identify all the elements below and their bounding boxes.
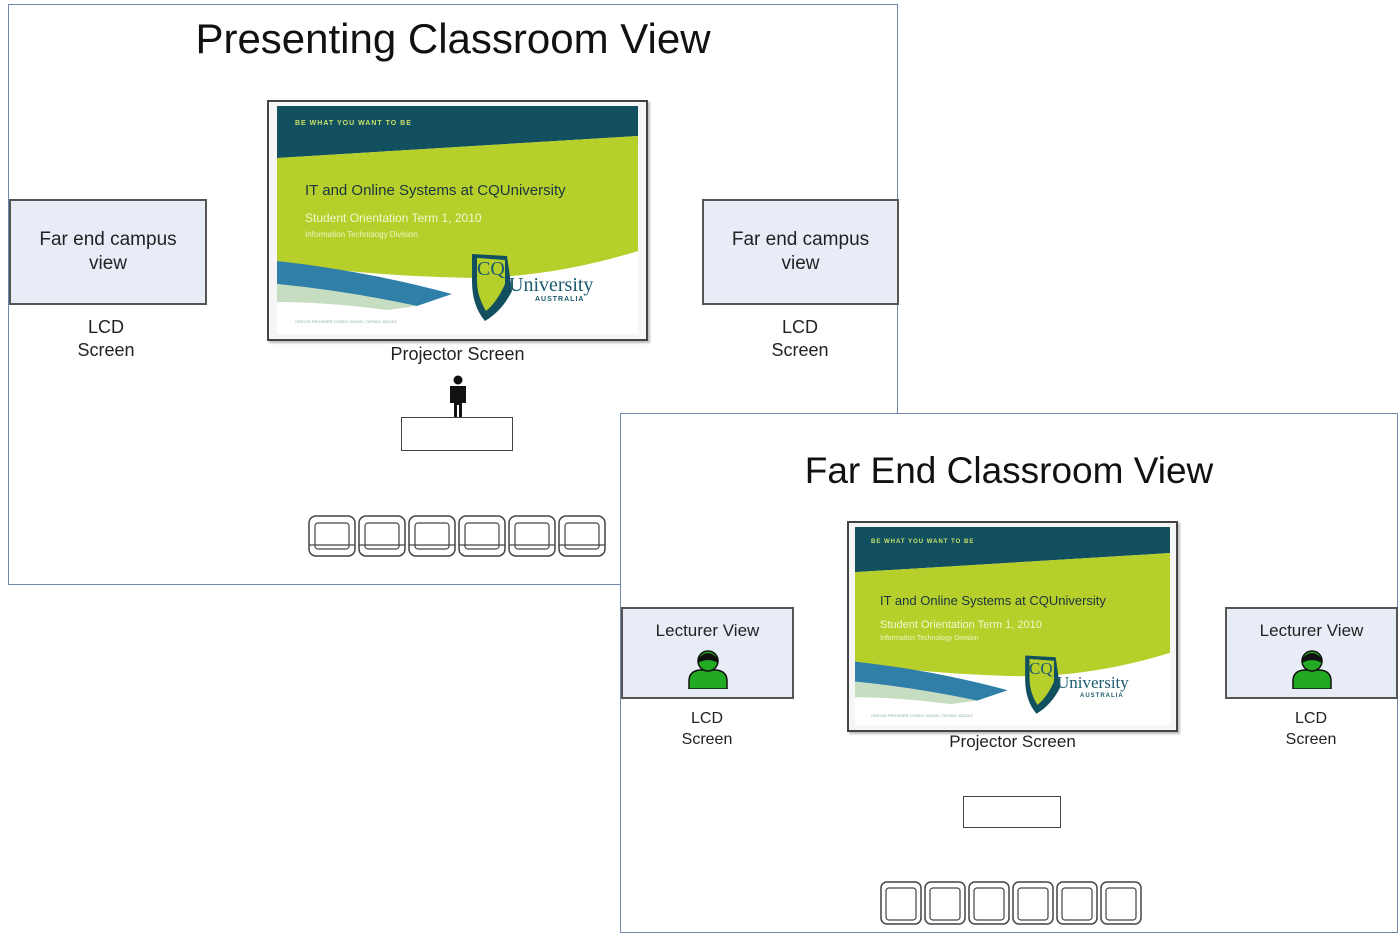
- person-standing-icon: [450, 375, 466, 418]
- slide-background: [277, 106, 638, 334]
- presenting-panel-title: Presenting Classroom View: [195, 15, 711, 62]
- lecturer-avatar-icon: [1291, 650, 1332, 689]
- right-far-end-lcd-text: Far end campus view: [731, 229, 870, 274]
- right-lecturer-lcd-text: Lecturer View: [1259, 621, 1364, 640]
- far-end-panel-title: Far End Classroom View: [804, 450, 1214, 491]
- far-end-projector-slide: BE WHAT YOU WANT TO BE IT and Online Sys…: [855, 527, 1170, 725]
- far-end-projector-label: Projector Screen: [949, 732, 1076, 751]
- far-slide-tagline: BE WHAT YOU WANT TO BE: [871, 539, 975, 545]
- far-slide-footer: CRICOS PROVIDER CODES: 00219C, 00766G, 0…: [871, 713, 973, 718]
- projector-screen-label: Projector Screen: [390, 344, 525, 364]
- right-lcd-label: LCD Screen: [771, 317, 829, 360]
- seat-icon: [308, 515, 356, 557]
- seat-icon: [458, 515, 506, 557]
- slide-title: IT and Online Systems at CQUniversity: [305, 182, 566, 199]
- slide-division: Information Technology Division: [305, 230, 418, 239]
- seat-icon: [1100, 881, 1142, 925]
- seat-icon: [968, 881, 1010, 925]
- far-slide-background: [855, 527, 1170, 725]
- far-end-classroom-panel: Far End Classroom View Lecturer View LCD…: [620, 413, 1398, 933]
- left-far-lcd-label: LCD Screen: [681, 710, 733, 748]
- far-end-projector-screen: BE WHAT YOU WANT TO BE IT and Online Sys…: [847, 521, 1178, 732]
- seat-icon: [1056, 881, 1098, 925]
- seat-icon: [358, 515, 406, 557]
- seat-icon: [508, 515, 556, 557]
- far-slide-title: IT and Online Systems at CQUniversity: [880, 593, 1106, 608]
- far-slide-logo-country: AUSTRALIA: [1080, 693, 1124, 699]
- slide-logo-university: University: [509, 274, 594, 296]
- left-lecturer-lcd-box: Lecturer View: [621, 607, 794, 699]
- seat-icon: [558, 515, 606, 557]
- right-far-lcd-label: LCD Screen: [1285, 710, 1337, 748]
- far-slide-division: Information Technology Division: [880, 635, 979, 642]
- presenting-classroom-panel: Presenting Classroom View Far end campus…: [8, 4, 899, 585]
- right-far-end-lcd-box: Far end campus view: [702, 199, 899, 305]
- left-lcd-label: LCD Screen: [77, 317, 135, 360]
- far-slide-logo-cq: CQ: [1029, 659, 1053, 678]
- far-slide-logo-university: University: [1057, 673, 1129, 692]
- seat-icon: [924, 881, 966, 925]
- slide-logo-cq: CQ: [477, 258, 505, 280]
- left-far-end-lcd-text: Far end campus view: [39, 229, 177, 274]
- slide-footer: CRICOS PROVIDER CODES: 00219C, 00766G, 0…: [295, 319, 397, 324]
- far-slide-subtitle: Student Orientation Term 1, 2010: [880, 619, 1042, 631]
- projector-screen: BE WHAT YOU WANT TO BE IT and Online Sys…: [267, 100, 648, 341]
- projector-slide: BE WHAT YOU WANT TO BE IT and Online Sys…: [277, 106, 638, 334]
- seat-icon: [880, 881, 922, 925]
- lecturer-avatar-icon: [687, 650, 728, 689]
- audience-seats: [308, 515, 606, 557]
- seat-icon: [408, 515, 456, 557]
- slide-subtitle: Student Orientation Term 1, 2010: [305, 211, 482, 225]
- far-end-audience-seats: [880, 881, 1142, 925]
- slide-tagline: BE WHAT YOU WANT TO BE: [295, 120, 412, 127]
- left-lecturer-lcd-text: Lecturer View: [655, 621, 760, 640]
- lectern: [401, 417, 513, 451]
- seat-icon: [1012, 881, 1054, 925]
- far-end-lectern: [963, 796, 1061, 828]
- left-far-end-lcd-box: Far end campus view: [9, 199, 207, 305]
- right-lecturer-lcd-box: Lecturer View: [1225, 607, 1398, 699]
- slide-logo-country: AUSTRALIA: [535, 296, 585, 303]
